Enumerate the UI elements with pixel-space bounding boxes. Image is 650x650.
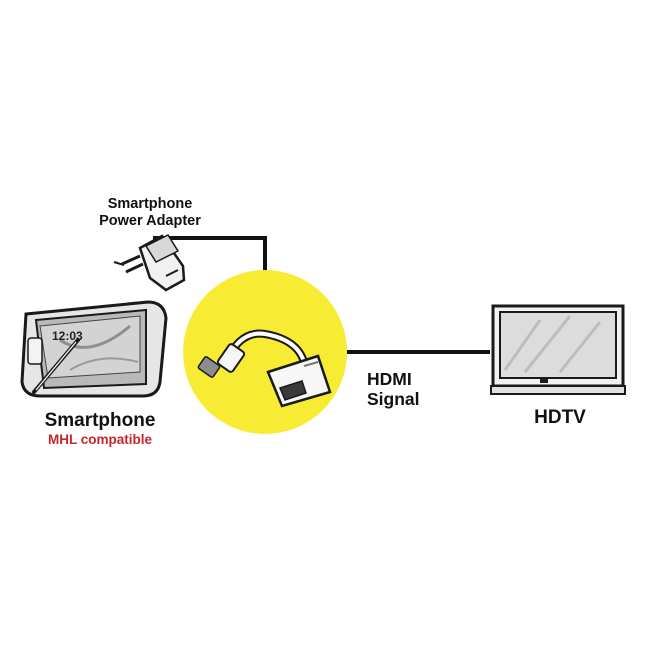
power-connection-line: [153, 236, 267, 272]
hdtv-icon: [490, 304, 626, 395]
hdmi-signal-label: HDMI Signal: [367, 369, 447, 409]
power-adapter-label-line1: Smartphone: [107, 196, 193, 212]
hdmi-signal-label-line2: Signal: [367, 389, 420, 409]
power-adapter-icon: [113, 234, 186, 292]
hdmi-signal-label-line1: HDMI: [367, 369, 412, 389]
power-adapter-label: Smartphone Power Adapter: [70, 196, 230, 230]
mhl-adapter-icon: [197, 329, 332, 408]
stylus-icon: [32, 338, 80, 394]
power-adapter-label-line2: Power Adapter: [99, 213, 201, 229]
smartphone-icon: 12:03: [20, 300, 168, 398]
mhl-compatible-label: MHL compatible: [47, 432, 152, 447]
smartphone-label: Smartphone: [44, 410, 156, 431]
hdtv-label: HDTV: [534, 407, 586, 428]
phone-screen-time: 12:03: [52, 329, 83, 343]
adapter-highlight-circle: [183, 270, 347, 434]
